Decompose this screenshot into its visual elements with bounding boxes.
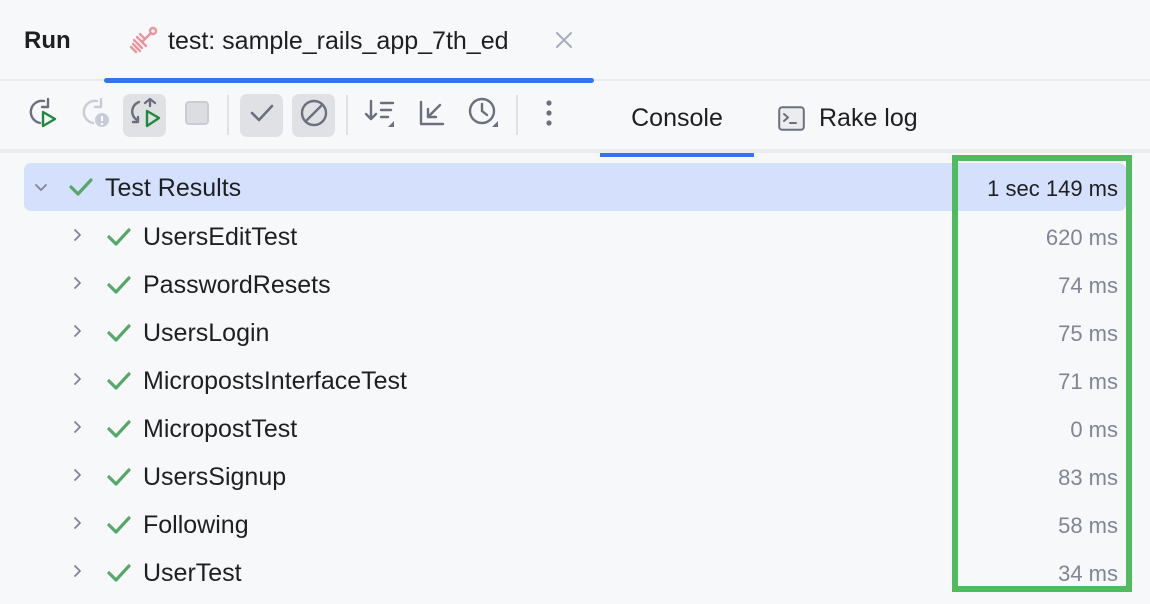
- duration-label: 620 ms: [1045, 225, 1118, 250]
- tree-row-label: Test Results: [105, 174, 242, 202]
- tree-row-test-results[interactable]: Test Results 1 sec 149 ms: [0, 157, 1150, 211]
- duration-label: 1 sec 149 ms: [987, 176, 1118, 201]
- tree-row[interactable]: PasswordResets 74 ms: [0, 259, 1150, 307]
- chevron-right-icon[interactable]: [71, 468, 85, 482]
- toolbar-separator: [227, 95, 229, 135]
- ignored-icon: [299, 98, 329, 133]
- passed-check-icon: [106, 275, 132, 295]
- duration-label: 71 ms: [1058, 369, 1118, 394]
- run-tab-title: test: sample_rails_app_7th_ed: [168, 27, 509, 55]
- test-runner-toolbar: Console Rake log: [0, 83, 1150, 157]
- tree-row[interactable]: MicropostsInterfaceTest 71 ms: [0, 355, 1150, 403]
- passed-check-icon: [106, 323, 132, 343]
- tree-row-label: PasswordResets: [143, 271, 331, 299]
- tree-row[interactable]: UserTest 34 ms: [0, 547, 1150, 595]
- toolbar-separator: [346, 95, 348, 135]
- auto-rerun-icon: [128, 96, 162, 135]
- rerun-failed-button[interactable]: [73, 94, 116, 137]
- rake-test-icon: [128, 26, 160, 56]
- tree-row-label: UserTest: [143, 559, 242, 587]
- show-passed-button[interactable]: [240, 94, 283, 137]
- tree-row[interactable]: Following 58 ms: [0, 499, 1150, 547]
- collapse-button[interactable]: [410, 94, 453, 137]
- duration-label: 75 ms: [1058, 321, 1118, 346]
- tree-row-label: UsersEditTest: [143, 223, 298, 251]
- duration-label: 74 ms: [1058, 273, 1118, 298]
- tree-row[interactable]: UsersLogin 75 ms: [0, 307, 1150, 355]
- tree-row[interactable]: UsersSignup 83 ms: [0, 451, 1150, 499]
- duration-label: 0 ms: [1070, 417, 1118, 442]
- tree-row[interactable]: UsersEditTest 620 ms: [0, 211, 1150, 259]
- tree-row-label: UsersSignup: [143, 463, 287, 491]
- chevron-right-icon[interactable]: [71, 420, 85, 434]
- more-vertical-icon: [545, 99, 553, 132]
- collapse-arrow-icon: [417, 98, 447, 133]
- sort-icon: [364, 97, 398, 134]
- run-tool-window-header: Run test: sample_rails_app_7th_ed: [0, 0, 1150, 83]
- run-configuration-tab[interactable]: test: sample_rails_app_7th_ed: [104, 0, 594, 83]
- toggle-auto-test-button[interactable]: [123, 94, 166, 137]
- tree-row-label: Following: [143, 511, 249, 539]
- passed-check-icon: [106, 371, 132, 391]
- chevron-right-icon[interactable]: [71, 228, 85, 242]
- clock-icon: [467, 96, 501, 135]
- tab-console[interactable]: Console: [600, 83, 754, 157]
- duration-label: 83 ms: [1058, 465, 1118, 490]
- passed-check-icon: [106, 227, 132, 247]
- chevron-down-icon[interactable]: [34, 181, 48, 195]
- chevron-right-icon[interactable]: [71, 516, 85, 530]
- check-icon: [248, 99, 276, 132]
- tool-window-title: Run: [24, 27, 71, 54]
- passed-check-icon: [106, 419, 132, 439]
- tab-rake-log-label: Rake log: [819, 103, 918, 132]
- passed-check-icon: [106, 563, 132, 583]
- tree-row-label: MicropostTest: [143, 415, 298, 443]
- tab-console-label: Console: [631, 103, 723, 132]
- chevron-right-icon[interactable]: [71, 564, 85, 578]
- active-tab-indicator: [104, 78, 594, 83]
- test-history-button[interactable]: [462, 94, 505, 137]
- tree-row-label: UsersLogin: [143, 319, 270, 347]
- rerun-icon: [25, 96, 59, 135]
- tab-rake-log[interactable]: Rake log: [778, 83, 918, 153]
- more-options-button[interactable]: [527, 94, 570, 137]
- terminal-icon: [778, 105, 805, 131]
- tree-row[interactable]: MicropostTest 0 ms: [0, 403, 1150, 451]
- chevron-right-icon[interactable]: [71, 276, 85, 290]
- chevron-right-icon[interactable]: [71, 324, 85, 338]
- chevron-right-icon[interactable]: [71, 372, 85, 386]
- stop-icon: [184, 100, 210, 131]
- stop-button[interactable]: [175, 94, 218, 137]
- toolbar-separator: [516, 95, 518, 135]
- close-icon[interactable]: [554, 30, 574, 50]
- passed-check-icon: [106, 467, 132, 487]
- duration-label: 34 ms: [1058, 561, 1118, 586]
- passed-check-icon: [106, 515, 132, 535]
- selection-highlight: [24, 163, 1126, 211]
- duration-label: 58 ms: [1058, 513, 1118, 538]
- show-ignored-button[interactable]: [292, 94, 335, 137]
- tree-row-label: MicropostsInterfaceTest: [143, 367, 407, 395]
- active-tab-indicator: [600, 153, 754, 157]
- rerun-failed-icon: [78, 96, 112, 135]
- passed-check-icon: [68, 177, 94, 197]
- rerun-button[interactable]: [20, 94, 63, 137]
- sort-button[interactable]: [359, 94, 402, 137]
